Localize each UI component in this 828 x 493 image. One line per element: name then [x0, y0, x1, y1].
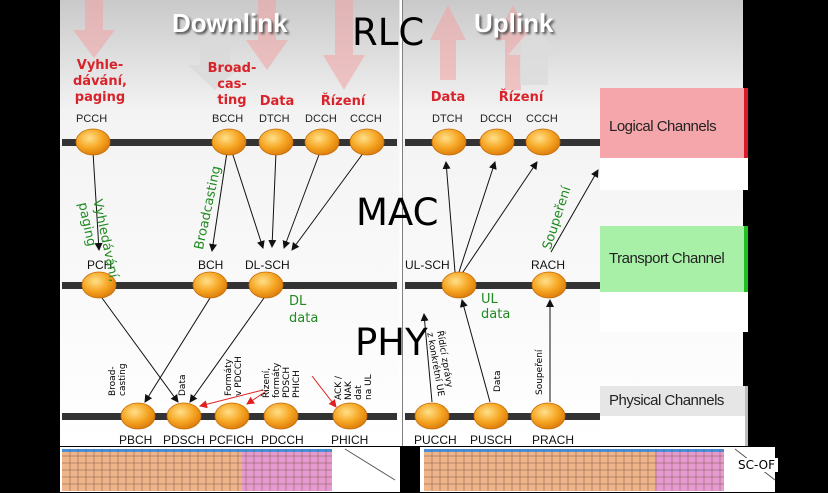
ul-logical-label-dcch: Řízení	[498, 90, 544, 105]
ul-physical-prach: PRACH	[532, 433, 575, 447]
ul-transport-rach: RACH	[531, 258, 566, 272]
dl-logical-label-dtch: Data	[259, 94, 295, 109]
phy-layer-label: PHY	[355, 321, 428, 364]
channel-nodes	[75, 128, 567, 430]
broadcasting-phy-note: Broad- casting	[108, 363, 128, 396]
dl-data-note: DL data	[289, 294, 319, 326]
ul-logical-dcch: DCCH	[480, 113, 512, 125]
ul-logical-ccch: CCCH	[526, 113, 558, 125]
dl-physical-phich: PHICH	[331, 433, 369, 447]
control-formats-note: Řízení, formáty PDSCH PHICH	[262, 362, 302, 398]
resource-grid-ul	[420, 447, 776, 492]
sc-ofdma-label: SC-OF	[738, 458, 778, 472]
uplink-title: Uplink	[474, 8, 554, 38]
dl-transport-pch: PCH	[87, 258, 113, 272]
data-phy-note: Data	[178, 374, 188, 397]
ul-logical-label-dtch: Data	[430, 90, 466, 105]
dl-logical-label-pcch: Vyhle- dávání, paging	[73, 58, 127, 105]
uplink-arrows	[430, 5, 531, 90]
downlink-arrows	[73, 0, 365, 90]
rlc-layer-label: RLC	[352, 11, 425, 54]
dl-logical-label-dcch: Řízení	[320, 94, 366, 109]
ul-physical-pusch: PUSCH	[470, 433, 513, 447]
data-ul-phy-note: Data	[493, 370, 503, 393]
dl-logical-ccch: CCCH	[350, 113, 382, 125]
ul-mapping-arrows	[420, 161, 599, 403]
ul-data-note: UL data	[481, 292, 511, 322]
mac-layer-label: MAC	[356, 191, 439, 234]
dl-mapping-arrows	[92, 151, 365, 403]
ul-transport-ul-sch: UL-SCH	[405, 258, 450, 272]
ul-logical-dtch: DTCH	[432, 113, 463, 125]
dl-transport-bch: BCH	[198, 258, 224, 272]
control-arrows	[199, 375, 337, 409]
transport-channel-label: Transport Channel	[609, 250, 725, 267]
dl-logical-dcch: DCCH	[305, 113, 337, 125]
dl-physical-pcfich: PCFICH	[209, 433, 254, 447]
transport-channel-bar	[62, 282, 600, 289]
ack-nak-note: ACK / NAK dat na UL	[334, 374, 374, 400]
dl-logical-dtch: DTCH	[259, 113, 290, 125]
logical-channels-label: Logical Channels	[609, 118, 717, 135]
dl-physical-pdcch: PDCCH	[261, 433, 304, 447]
contention-phy-note: Soupeření	[535, 349, 545, 395]
dl-logical-label-bcch: Broad- cas- ting	[207, 61, 257, 108]
dl-physical-pdsch: PDSCH	[163, 433, 206, 447]
physical-channels-label: Physical Channels	[609, 392, 724, 409]
dl-physical-pbch: PBCH	[119, 433, 153, 447]
dl-logical-pcch: PCCH	[76, 113, 108, 125]
dl-logical-bcch: BCCH	[212, 113, 244, 125]
dl-transport-dl-sch: DL-SCH	[245, 258, 290, 272]
formats-note: Formáty v PDCCH	[224, 356, 244, 396]
downlink-title: Downlink	[172, 8, 288, 38]
ul-physical-pucch: PUCCH	[414, 433, 457, 447]
resource-grid-dl	[60, 447, 400, 492]
